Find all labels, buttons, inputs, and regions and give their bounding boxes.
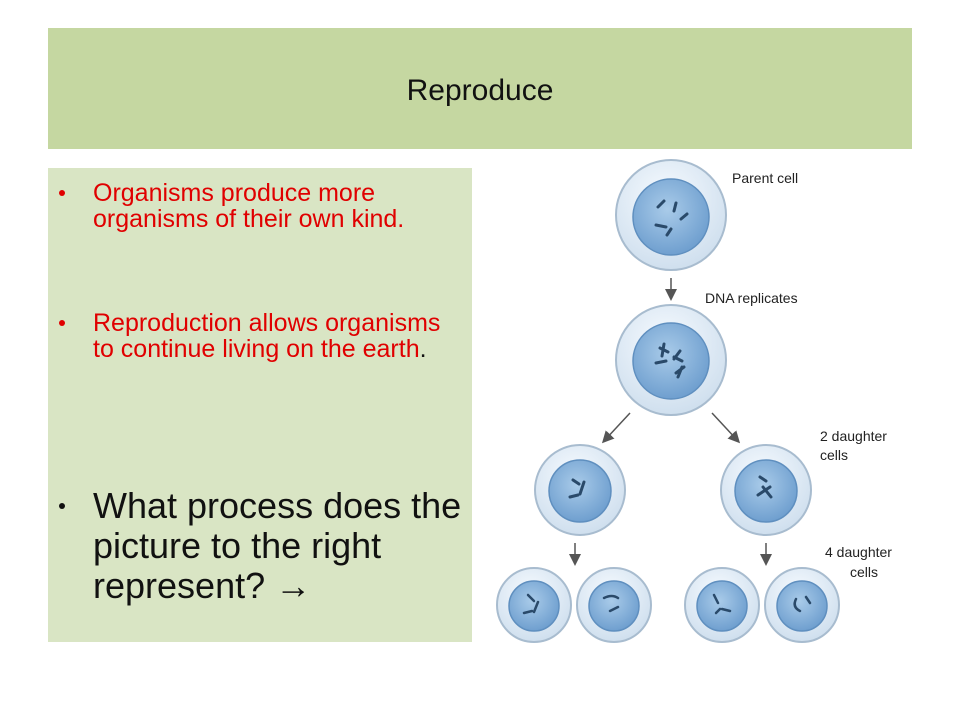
granddaughter-cell	[764, 567, 840, 643]
daughter-cell	[720, 444, 812, 536]
bullet-text: What process does the picture to the rig…	[93, 485, 462, 606]
bullet-dot-icon	[59, 190, 65, 196]
bullet-item: Organisms produce more organisms of thei…	[59, 179, 468, 233]
bullet-text: Organisms produce more organisms of thei…	[93, 179, 405, 233]
label-dna-replicates: DNA replicates	[705, 290, 798, 306]
label-two-daughter: 2 daughter	[820, 428, 887, 444]
granddaughter-cell	[496, 567, 572, 643]
bullet-item: Reproduction allows organisms to continu…	[59, 309, 468, 363]
label-four-daughter-cells: cells	[850, 564, 878, 580]
granddaughter-cell	[576, 567, 652, 643]
bullet-panel: Organisms produce more organisms of thei…	[48, 168, 472, 642]
slide-title-bar: Reproduce	[48, 28, 912, 149]
arrow-left	[601, 412, 631, 444]
slide-title: Reproduce	[406, 73, 554, 107]
bullet-dot-icon	[59, 503, 65, 509]
label-two-daughter-cells: cells	[820, 447, 848, 463]
bullet-dot-icon	[59, 320, 65, 326]
label-four-daughter: 4 daughter	[825, 544, 892, 560]
bullet-item-question: What process does the picture to the rig…	[59, 485, 468, 606]
label-parent-cell: Parent cell	[732, 170, 798, 186]
granddaughter-cell	[684, 567, 760, 643]
replicating-cell	[615, 304, 727, 416]
bullet-text: Reproduction allows organisms to continu…	[93, 309, 441, 363]
daughter-cell	[534, 444, 626, 536]
parent-cell	[615, 159, 727, 271]
bullet-text-tail: .	[419, 335, 427, 363]
arrow-right	[711, 412, 741, 444]
cell-division-diagram: Parent cell DNA replicates 2 daughter ce…	[496, 159, 892, 643]
